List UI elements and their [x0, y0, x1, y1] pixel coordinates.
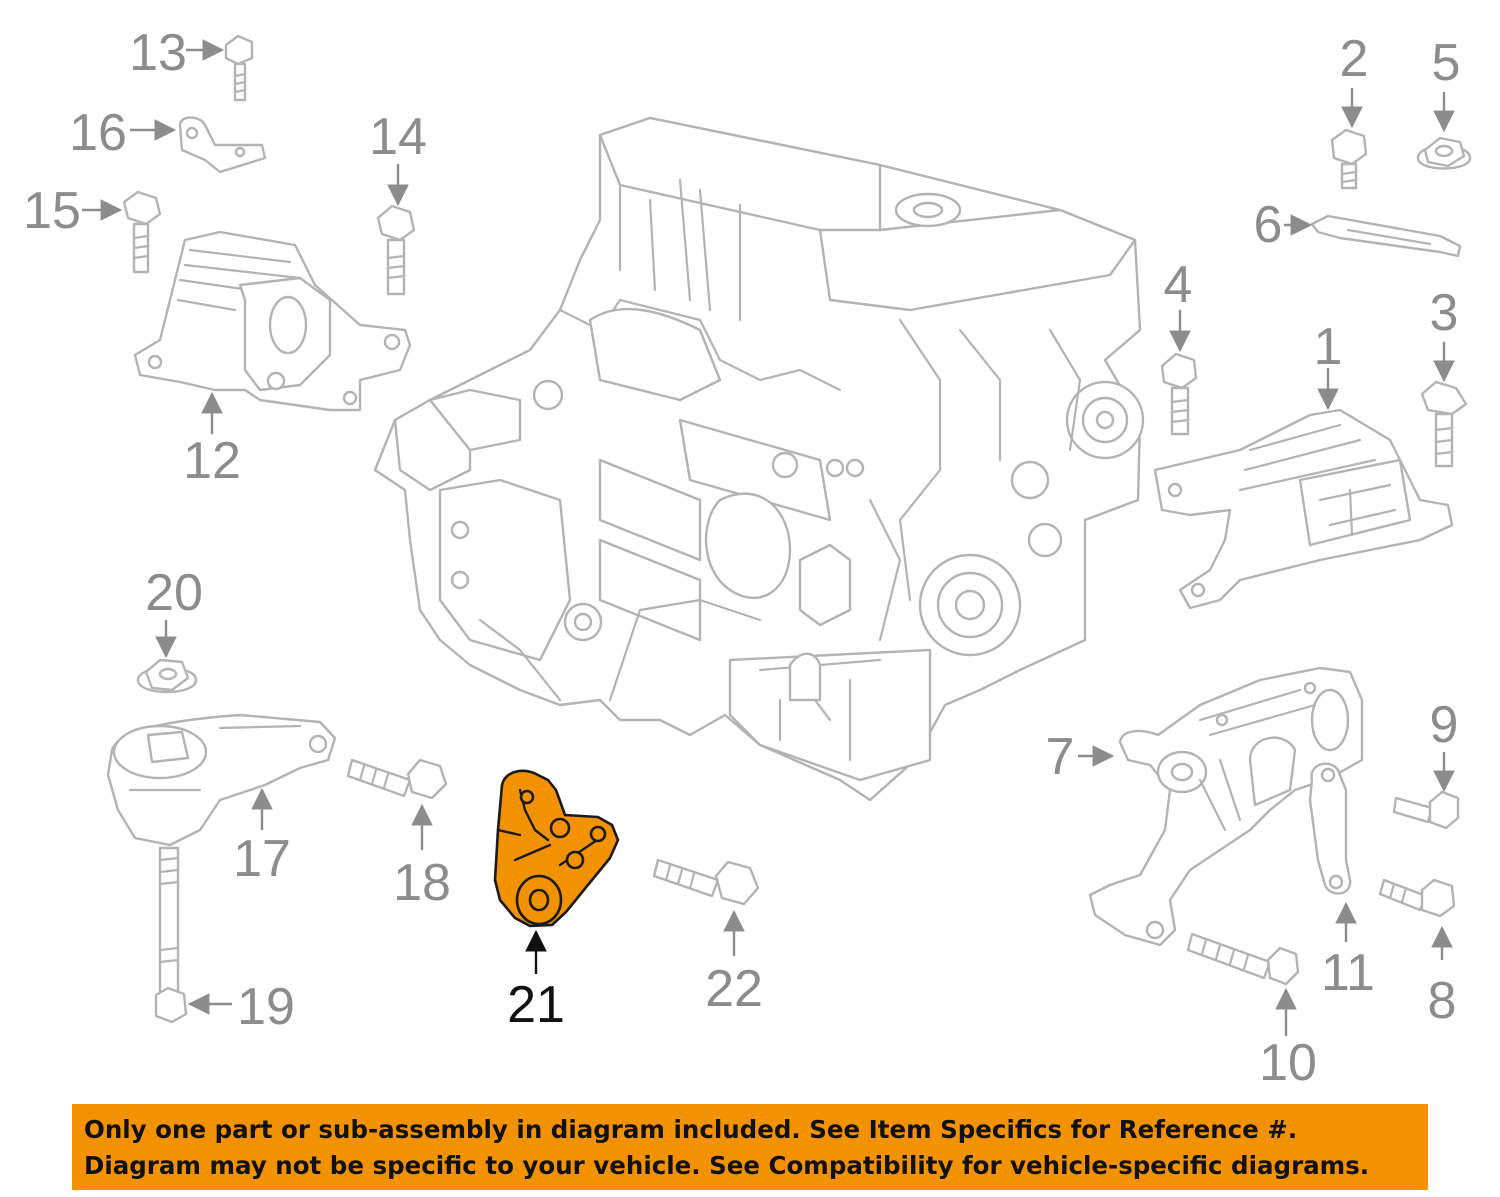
callout-2: 2	[1340, 30, 1369, 88]
callout-4: 4	[1164, 256, 1193, 314]
part-22-bolt	[652, 858, 760, 906]
callout-6: 6	[1254, 196, 1283, 254]
notice-line-1: Only one part or sub-assembly in diagram…	[84, 1115, 1298, 1144]
part-18-bolt	[346, 758, 448, 800]
part-1-mount	[1153, 408, 1454, 610]
callout-11: 11	[1321, 944, 1375, 1002]
part-12-mount	[133, 230, 412, 412]
callout-10: 10	[1259, 1034, 1317, 1092]
callout-16: 16	[69, 104, 127, 162]
part-13-bolt	[224, 34, 254, 102]
part-6-plate	[1310, 214, 1462, 258]
callout-3: 3	[1430, 284, 1459, 342]
part-19-bolt	[154, 846, 188, 1024]
callout-22: 22	[705, 960, 763, 1018]
part-11-link	[1308, 762, 1352, 895]
part-8-bolt	[1378, 878, 1456, 918]
callout-labels: 1 2 3 4 5 6 7 8 9 10 11 12 13 14 15 16 1…	[23, 24, 1460, 1092]
callout-8: 8	[1428, 972, 1457, 1030]
part-9-bolt	[1392, 790, 1460, 830]
callout-13: 13	[129, 24, 187, 82]
part-20-nut	[136, 658, 198, 694]
notice-line-2: Diagram may not be specific to your vehi…	[84, 1151, 1370, 1180]
callout-20: 20	[145, 564, 203, 622]
callout-1: 1	[1314, 318, 1343, 376]
callout-15: 15	[23, 182, 81, 240]
callout-18: 18	[393, 854, 451, 912]
part-3-bolt	[1420, 380, 1468, 468]
part-15-bolt	[122, 190, 162, 274]
callout-14: 14	[369, 108, 427, 166]
part-4-bolt	[1160, 352, 1198, 436]
callout-leaders	[82, 39, 1455, 1036]
callout-5: 5	[1432, 34, 1461, 92]
callout-19: 19	[237, 978, 295, 1036]
callout-12: 12	[183, 432, 241, 490]
callout-21: 21	[507, 976, 565, 1034]
part-21-bracket-highlighted	[493, 769, 620, 928]
part-10-bolt	[1186, 932, 1300, 986]
callout-9: 9	[1430, 696, 1459, 754]
part-16-bracket	[178, 116, 267, 174]
notice-banner: Only one part or sub-assembly in diagram…	[72, 1104, 1428, 1190]
callout-17: 17	[233, 830, 291, 888]
part-7-mount	[1088, 666, 1364, 947]
engine-illustration	[373, 116, 1145, 802]
part-17-mount	[106, 713, 337, 847]
part-5-nut	[1416, 136, 1472, 170]
part-2-bolt	[1330, 128, 1368, 190]
callout-7: 7	[1046, 728, 1075, 786]
part-14-bolt	[376, 204, 416, 296]
